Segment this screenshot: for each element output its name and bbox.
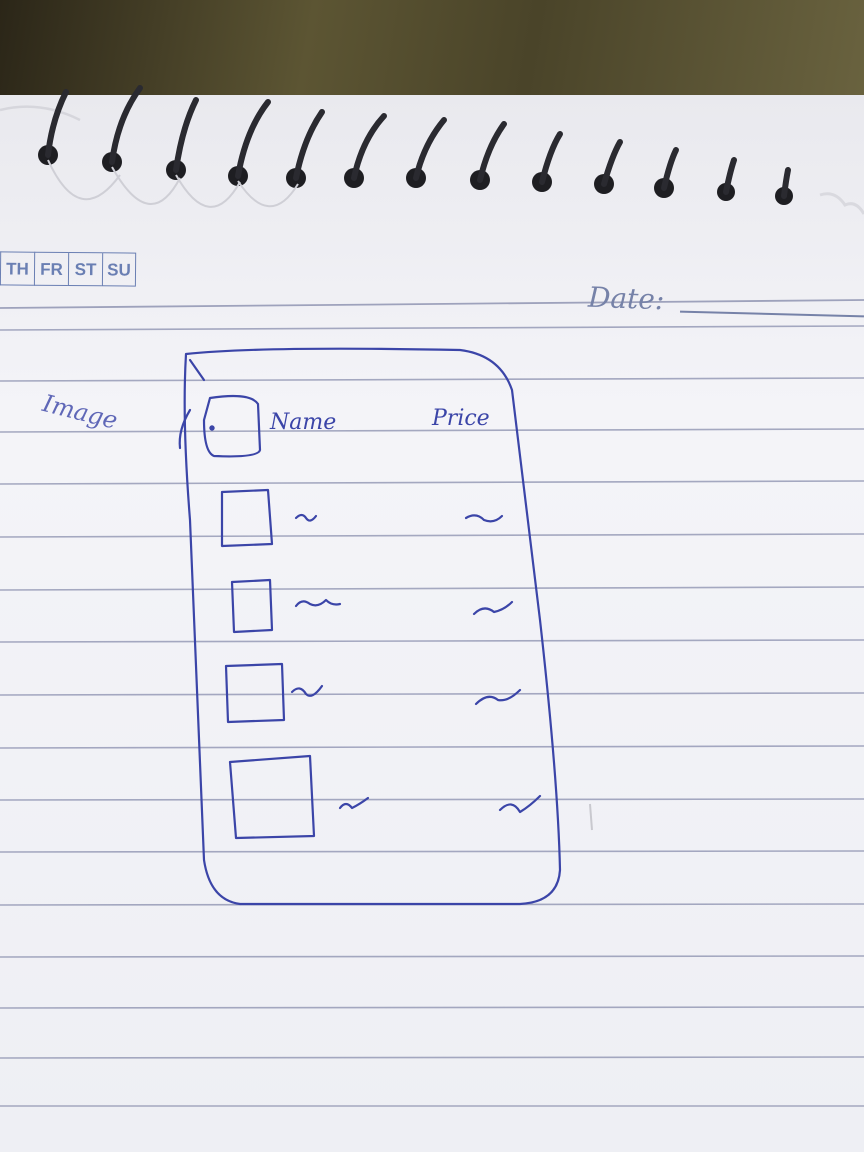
price-squiggle bbox=[464, 514, 504, 523]
column-header-price: Price bbox=[432, 406, 490, 431]
image-placeholder bbox=[228, 754, 316, 840]
name-squiggle bbox=[290, 684, 324, 697]
spiral-binding bbox=[0, 85, 864, 215]
name-squiggle bbox=[338, 796, 370, 810]
image-placeholder bbox=[224, 662, 286, 724]
notebook-page bbox=[0, 95, 864, 1152]
price-squiggle bbox=[498, 794, 542, 814]
name-squiggle bbox=[294, 598, 342, 608]
image-placeholder bbox=[220, 488, 274, 548]
name-squiggle bbox=[294, 513, 318, 522]
image-placeholder bbox=[202, 394, 262, 458]
price-squiggle bbox=[472, 600, 514, 616]
price-squiggle bbox=[474, 688, 522, 706]
phone-frame bbox=[183, 347, 562, 906]
image-placeholder bbox=[230, 578, 274, 634]
column-header-name: Name bbox=[270, 410, 337, 435]
